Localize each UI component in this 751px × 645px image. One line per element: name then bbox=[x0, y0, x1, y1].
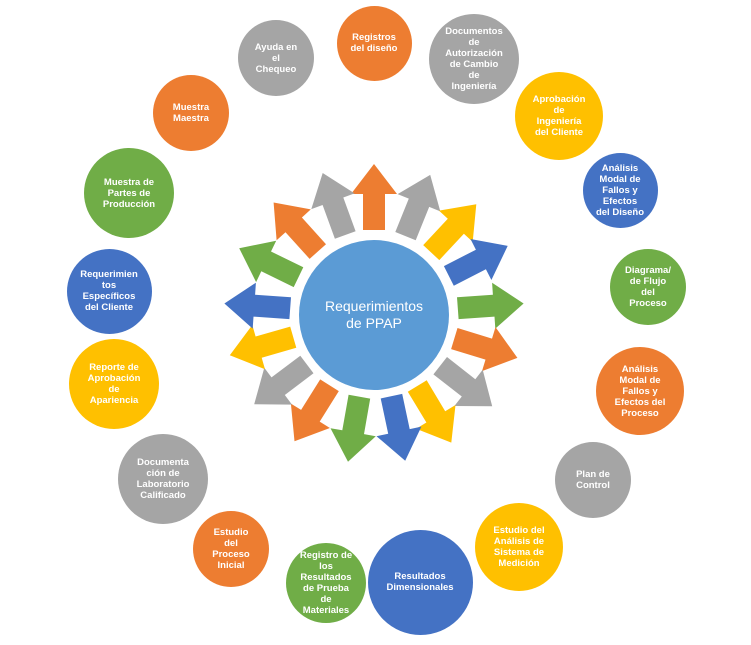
arrow-15 bbox=[273, 202, 326, 259]
node-plan-control: Plan de Control bbox=[555, 442, 631, 518]
arrow-10 bbox=[290, 379, 339, 442]
arrow-9 bbox=[330, 394, 376, 462]
node-muestra-maestra: Muestra Maestra bbox=[153, 75, 229, 151]
center-circle: Requerimientos de PPAP bbox=[299, 240, 449, 390]
node-msa: Estudio del Análisis de Sistema de Medic… bbox=[475, 503, 563, 591]
arrow-4 bbox=[457, 282, 524, 329]
node-resultados-dimensionales: Resultados Dimensionales bbox=[367, 529, 473, 635]
node-aprobacion-ingenieria: Aprobación de Ingeniería del Cliente bbox=[515, 72, 603, 160]
arrow-3 bbox=[443, 239, 508, 286]
arrow-14 bbox=[239, 240, 304, 288]
node-requerimientos-cliente: Requerimien tos Específicos del Cliente bbox=[66, 248, 152, 334]
arrow-8 bbox=[376, 393, 422, 461]
node-prueba-materiales: Registro de los Resultados de Prueba de … bbox=[286, 543, 366, 623]
arrow-16 bbox=[311, 173, 356, 239]
node-registros-diseno: Registros del diseño bbox=[336, 5, 412, 81]
arrow-2 bbox=[423, 204, 477, 261]
node-amef-proceso: Análisis Modal de Fallos y Efectos del P… bbox=[596, 347, 684, 435]
arrow-12 bbox=[229, 325, 297, 370]
node-muestra-produccion: Muestra de Partes de Producción bbox=[84, 148, 174, 238]
node-diagrama-flujo: Diagrama/ de Flujo del Proceso bbox=[610, 249, 686, 325]
arrow-1 bbox=[395, 174, 441, 241]
node-ayuda-chequeo: Ayuda en el Chequeo bbox=[238, 20, 314, 96]
arrow-6 bbox=[433, 357, 493, 407]
arrow-0 bbox=[351, 164, 397, 230]
arrow-13 bbox=[224, 282, 291, 329]
node-estudio-proceso-inicial: Estudio del Proceso Inicial bbox=[193, 511, 269, 587]
node-aprobacion-apariencia: Reporte de Aprobación de Apariencia bbox=[69, 339, 159, 429]
arrow-11 bbox=[254, 355, 314, 405]
node-documentos-autorizacion: Documentos de Autorización de Cambio de … bbox=[429, 14, 519, 104]
arrow-5 bbox=[451, 327, 518, 372]
node-amef-diseno: Análisis Modal de Fallos y Efectos del D… bbox=[582, 152, 658, 228]
node-laboratorio-calificado: Documenta ción de Laboratorio Calificado bbox=[118, 434, 208, 524]
